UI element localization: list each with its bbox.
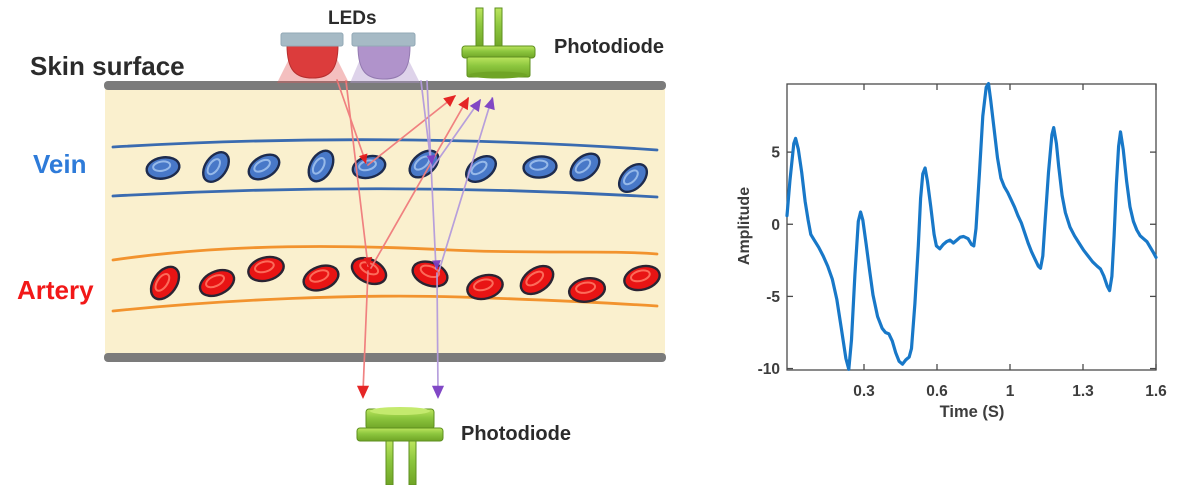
vein-vessel [111, 138, 659, 199]
artery-label: Artery [17, 275, 94, 305]
x-tick-label: 1.6 [1145, 383, 1167, 400]
chart-plot-area: 0.3 0.6 1 1.3 1.6 5 0 -5 -10 [758, 81, 1167, 400]
y-tick-label: -5 [766, 289, 780, 306]
red-led [277, 32, 349, 83]
vein-label: Vein [33, 149, 87, 179]
light-rays [336, 79, 499, 399]
x-tick-label: 0.3 [853, 383, 875, 400]
artery-vessel [111, 245, 659, 313]
ppg-signal-chart: Amplitude Time (S) 0.3 0.6 1 1.3 1.6 5 0 -5 -10 [736, 81, 1167, 421]
photodiode-bottom-label: Photodiode [461, 423, 571, 445]
leds-label: LEDs [328, 8, 377, 29]
y-tick-label: 5 [771, 145, 780, 162]
skin-surface-label: Skin surface [30, 51, 185, 81]
chart-ylabel: Amplitude [736, 187, 753, 265]
skin-surface-bar [104, 81, 666, 90]
axes-box [786, 83, 1157, 371]
ppg-sensing-diagram [104, 7, 666, 485]
skin-cross-section [104, 81, 666, 362]
infrared-led [350, 32, 420, 83]
photodiode-top-label: Photodiode [554, 36, 664, 58]
x-tick-label: 1 [1006, 383, 1015, 400]
chart-xlabel: Time (S) [940, 403, 1005, 421]
y-tick-label: 0 [771, 217, 780, 234]
x-tick-label: 1.3 [1072, 383, 1094, 400]
ppg-waveform [785, 81, 1158, 371]
red-light-rays [336, 79, 474, 399]
y-tick-label: -10 [758, 361, 780, 378]
skin-bottom-bar [104, 353, 666, 362]
x-tick-label: 0.6 [926, 383, 948, 400]
photodiode-top-illustration [461, 7, 536, 79]
infrared-light-rays [420, 80, 499, 399]
photodiode-bottom-illustration [356, 407, 444, 485]
